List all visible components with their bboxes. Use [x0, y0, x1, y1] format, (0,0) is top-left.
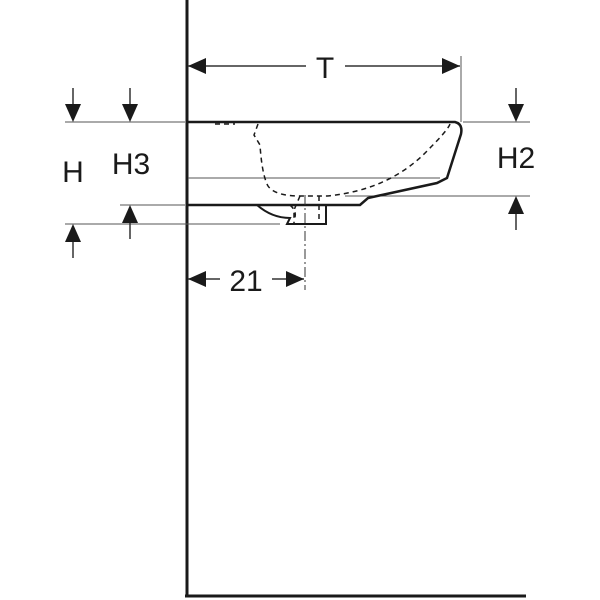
label-H: H [62, 156, 84, 189]
arrow-left-icon [188, 271, 206, 287]
arrow-down-icon [65, 104, 81, 122]
arrow-up-icon [508, 196, 524, 214]
dimension-T: T [188, 52, 462, 122]
arrow-right-icon [442, 58, 460, 74]
arrow-left-icon [188, 58, 206, 74]
arrow-down-icon [508, 104, 524, 122]
dimension-H2: H2 [497, 88, 535, 230]
dimension-H: H [62, 88, 84, 258]
arrow-down-icon [122, 104, 138, 122]
label-T: T [316, 52, 334, 85]
basin-outline [188, 120, 463, 225]
basin-hidden-lines [215, 123, 451, 224]
wall-and-floor [185, 0, 526, 598]
label-H3: H3 [112, 148, 150, 181]
arrow-right-icon [286, 271, 304, 287]
label-21: 21 [229, 265, 262, 298]
arrow-up-icon [122, 205, 138, 223]
dimension-21: 21 [188, 265, 304, 298]
dimension-H3: H3 [112, 88, 150, 239]
label-H2: H2 [497, 142, 535, 175]
arrow-up-icon [65, 224, 81, 242]
